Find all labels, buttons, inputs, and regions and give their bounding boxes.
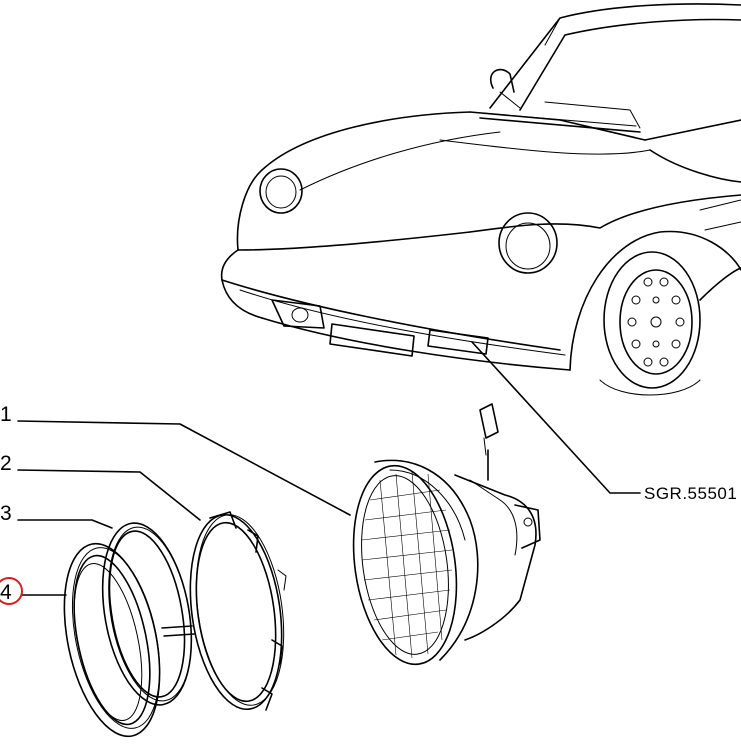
callout-4-highlight-circle — [0, 577, 23, 605]
car-illustration — [220, 3, 741, 396]
retaining-ring — [189, 511, 287, 711]
headlamp-unit — [352, 403, 541, 666]
leader-lines — [17, 341, 641, 596]
callout-1: 1 — [0, 403, 12, 426]
trim-ring — [63, 542, 161, 738]
callout-4: 4 — [0, 581, 12, 604]
callout-3: 3 — [0, 502, 12, 525]
leader-line-2 — [17, 469, 201, 521]
leader-line-1 — [17, 420, 351, 516]
adjusting-ring — [101, 522, 195, 706]
callout-2: 2 — [0, 452, 12, 475]
leader-line-ref — [471, 341, 641, 494]
leader-line-3 — [17, 519, 113, 529]
reference-code: SGR.55501 — [644, 484, 737, 503]
